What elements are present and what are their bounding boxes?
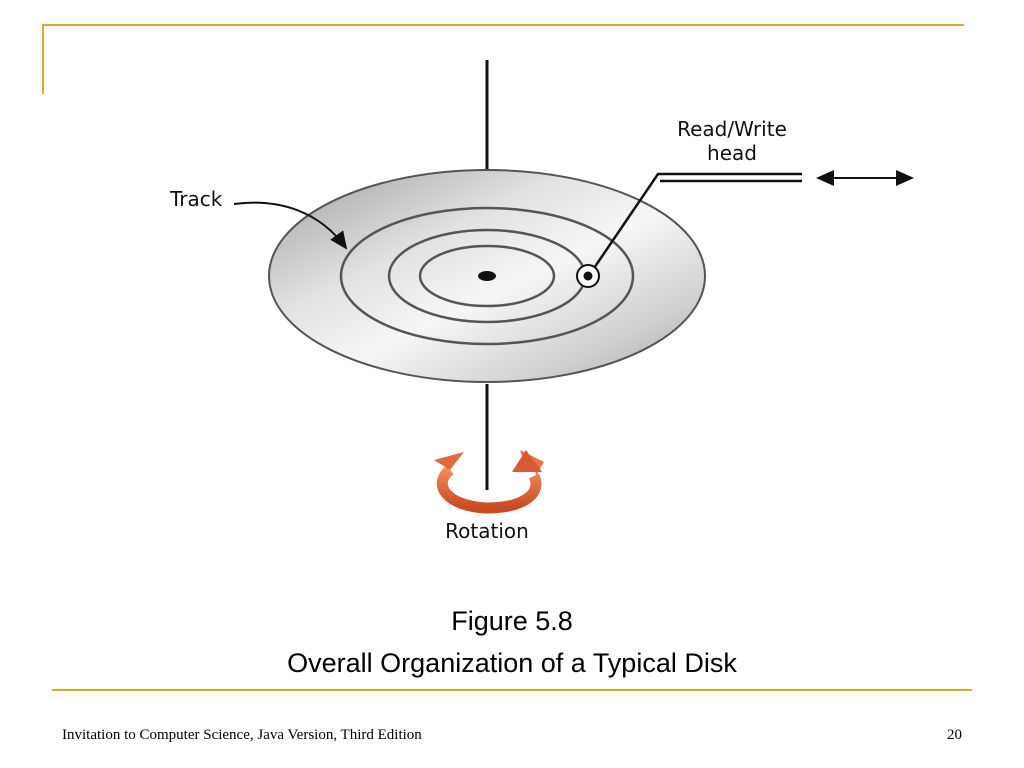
- figure-title: Overall Organization of a Typical Disk: [287, 648, 737, 678]
- rotation-label: Rotation: [445, 519, 529, 543]
- track-inner: [418, 244, 556, 308]
- figure-number: Figure 5.8: [451, 606, 573, 636]
- top-accent-rule: [42, 24, 964, 26]
- track-label: Track: [169, 187, 223, 211]
- track-outer: [339, 206, 635, 346]
- disk-diagram-svg: Track Read/Write head Rotation: [169, 60, 914, 543]
- footer-accent-rule: [52, 689, 972, 691]
- read-write-label-line1: Read/Write: [677, 117, 787, 141]
- page-number: 20: [947, 727, 962, 743]
- read-write-label-line2: head: [707, 141, 757, 165]
- circular-arrow-icon: [434, 450, 544, 514]
- left-accent-rule: [42, 24, 44, 94]
- spindle-hole: [478, 271, 496, 281]
- track-pointer-arrow: [233, 201, 348, 250]
- read-write-head-tip: [583, 271, 593, 281]
- disk-diagram: Track Read/Write head Rotation: [160, 52, 920, 562]
- footer-source-text: Invitation to Computer Science, Java Ver…: [62, 727, 422, 743]
- read-write-arm: [588, 172, 802, 275]
